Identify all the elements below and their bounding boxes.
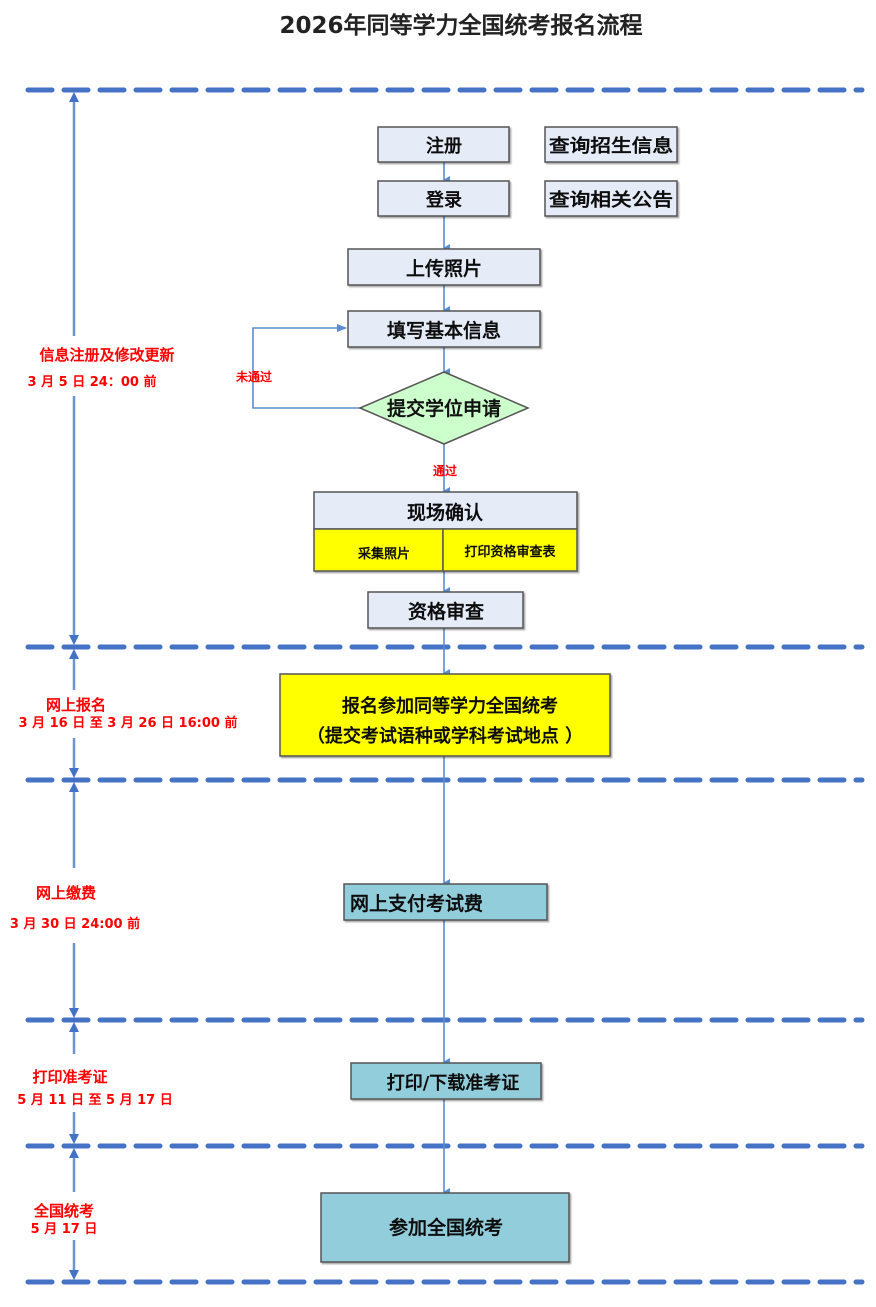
edge-label-passed: 通过 xyxy=(433,463,457,478)
arrow-down-icon xyxy=(69,1008,79,1018)
node-query-admission-label: 查询招生信息 xyxy=(549,135,673,157)
node-submit-degree-label: 提交学位申请 xyxy=(387,397,501,420)
node-upload-photo-label: 上传照片 xyxy=(406,257,482,280)
node-register: 注册 xyxy=(377,126,510,163)
arrow-down-icon xyxy=(69,768,79,778)
stage-deadline: 5 月 17 日 xyxy=(31,1222,98,1237)
stage-labels: 信息注册及修改更新 3 月 5 日 24：00 前 网上报名 3 月 16 日 … xyxy=(10,346,238,1237)
node-apply-line2: （提交考试语种或学科考试地点 ） xyxy=(307,725,583,747)
node-pay-fee-label: 网上支付考试费 xyxy=(350,892,483,915)
stage-name: 网上报名 xyxy=(46,696,106,714)
arrow-up-icon xyxy=(69,92,79,102)
node-onsite-confirm-label: 现场确认 xyxy=(407,501,483,524)
node-login: 登录 xyxy=(377,180,510,217)
node-take-exam: 参加全国统考 xyxy=(320,1192,570,1263)
node-query-notice-label: 查询相关公告 xyxy=(549,189,673,211)
connectors xyxy=(252,162,450,1196)
node-print-ticket: 打印/下载准考证 xyxy=(350,1062,542,1100)
arrow-down-icon xyxy=(69,635,79,645)
node-qualification-review: 资格审查 xyxy=(367,591,524,629)
stage-name: 网上缴费 xyxy=(36,884,96,902)
node-collect-photo-label: 采集照片 xyxy=(357,546,410,562)
node-print-form-label: 打印资格审查表 xyxy=(464,544,556,560)
node-register-label: 注册 xyxy=(426,135,462,157)
node-take-exam-label: 参加全国统考 xyxy=(389,1216,503,1239)
node-submit-degree: 提交学位申请 xyxy=(358,371,530,445)
stage-deadline: 3 月 16 日 至 3 月 26 日 16:00 前 xyxy=(19,715,238,731)
node-login-label: 登录 xyxy=(425,189,462,211)
arrow-up-icon xyxy=(69,1022,79,1032)
node-pay-fee: 网上支付考试费 xyxy=(343,883,548,921)
node-onsite-confirm: 现场确认 采集照片 打印资格审查表 xyxy=(313,491,578,572)
node-qualification-review-label: 资格审查 xyxy=(408,600,485,623)
arrow-down-icon xyxy=(69,1270,79,1280)
stage-name: 信息注册及修改更新 xyxy=(39,346,174,364)
node-query-notice: 查询相关公告 xyxy=(544,180,678,217)
node-upload-photo: 上传照片 xyxy=(347,248,541,286)
node-fill-info: 填写基本信息 xyxy=(347,310,541,348)
arrow-up-icon xyxy=(69,782,79,792)
arrow-down-icon xyxy=(69,1134,79,1144)
page-title: 2026年同等学力全国统考报名流程 xyxy=(279,13,643,39)
arrow-up-icon xyxy=(69,1148,79,1158)
arrow-up-icon xyxy=(69,649,79,659)
node-query-admission: 查询招生信息 xyxy=(544,126,678,163)
stage-deadline: 5 月 11 日 至 5 月 17 日 xyxy=(17,1093,172,1108)
node-print-ticket-label: 打印/下载准考证 xyxy=(387,1072,520,1094)
stage-name: 打印准考证 xyxy=(32,1068,107,1086)
node-apply-line1: 报名参加同等学力全国统考 xyxy=(342,695,558,717)
stage-deadline: 3 月 5 日 24：00 前 xyxy=(28,374,157,390)
stage-name: 全国统考 xyxy=(33,1202,94,1220)
edge-label-not-passed: 未通过 xyxy=(235,369,272,384)
stage-deadline: 3 月 30 日 24:00 前 xyxy=(10,916,140,932)
timeline-arrowheads xyxy=(69,92,79,1280)
node-apply: 报名参加同等学力全国统考 （提交考试语种或学科考试地点 ） xyxy=(279,673,611,757)
stage-separators xyxy=(25,87,865,1285)
node-fill-info-label: 填写基本信息 xyxy=(387,319,501,342)
